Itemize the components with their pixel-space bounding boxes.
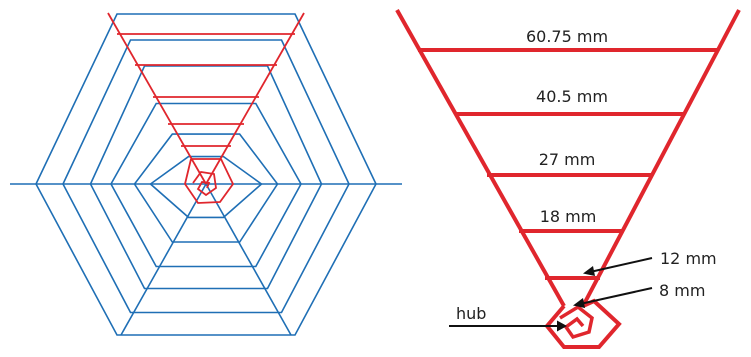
arrow-12-mm [583,258,652,276]
label-hub: hub [456,304,486,323]
label-27-mm: 27 mm [539,150,596,169]
web-blue-rings [36,14,376,335]
web-red-sector [108,13,304,203]
label-18-mm: 18 mm [540,207,597,226]
label-12-mm: 12 mm [660,249,717,268]
label-40-5-mm: 40.5 mm [536,87,608,106]
full-web-figure [10,13,402,335]
label-8-mm: 8 mm [659,281,705,300]
hub-spiral [560,307,592,337]
label-60-75-mm: 60.75 mm [526,27,608,46]
